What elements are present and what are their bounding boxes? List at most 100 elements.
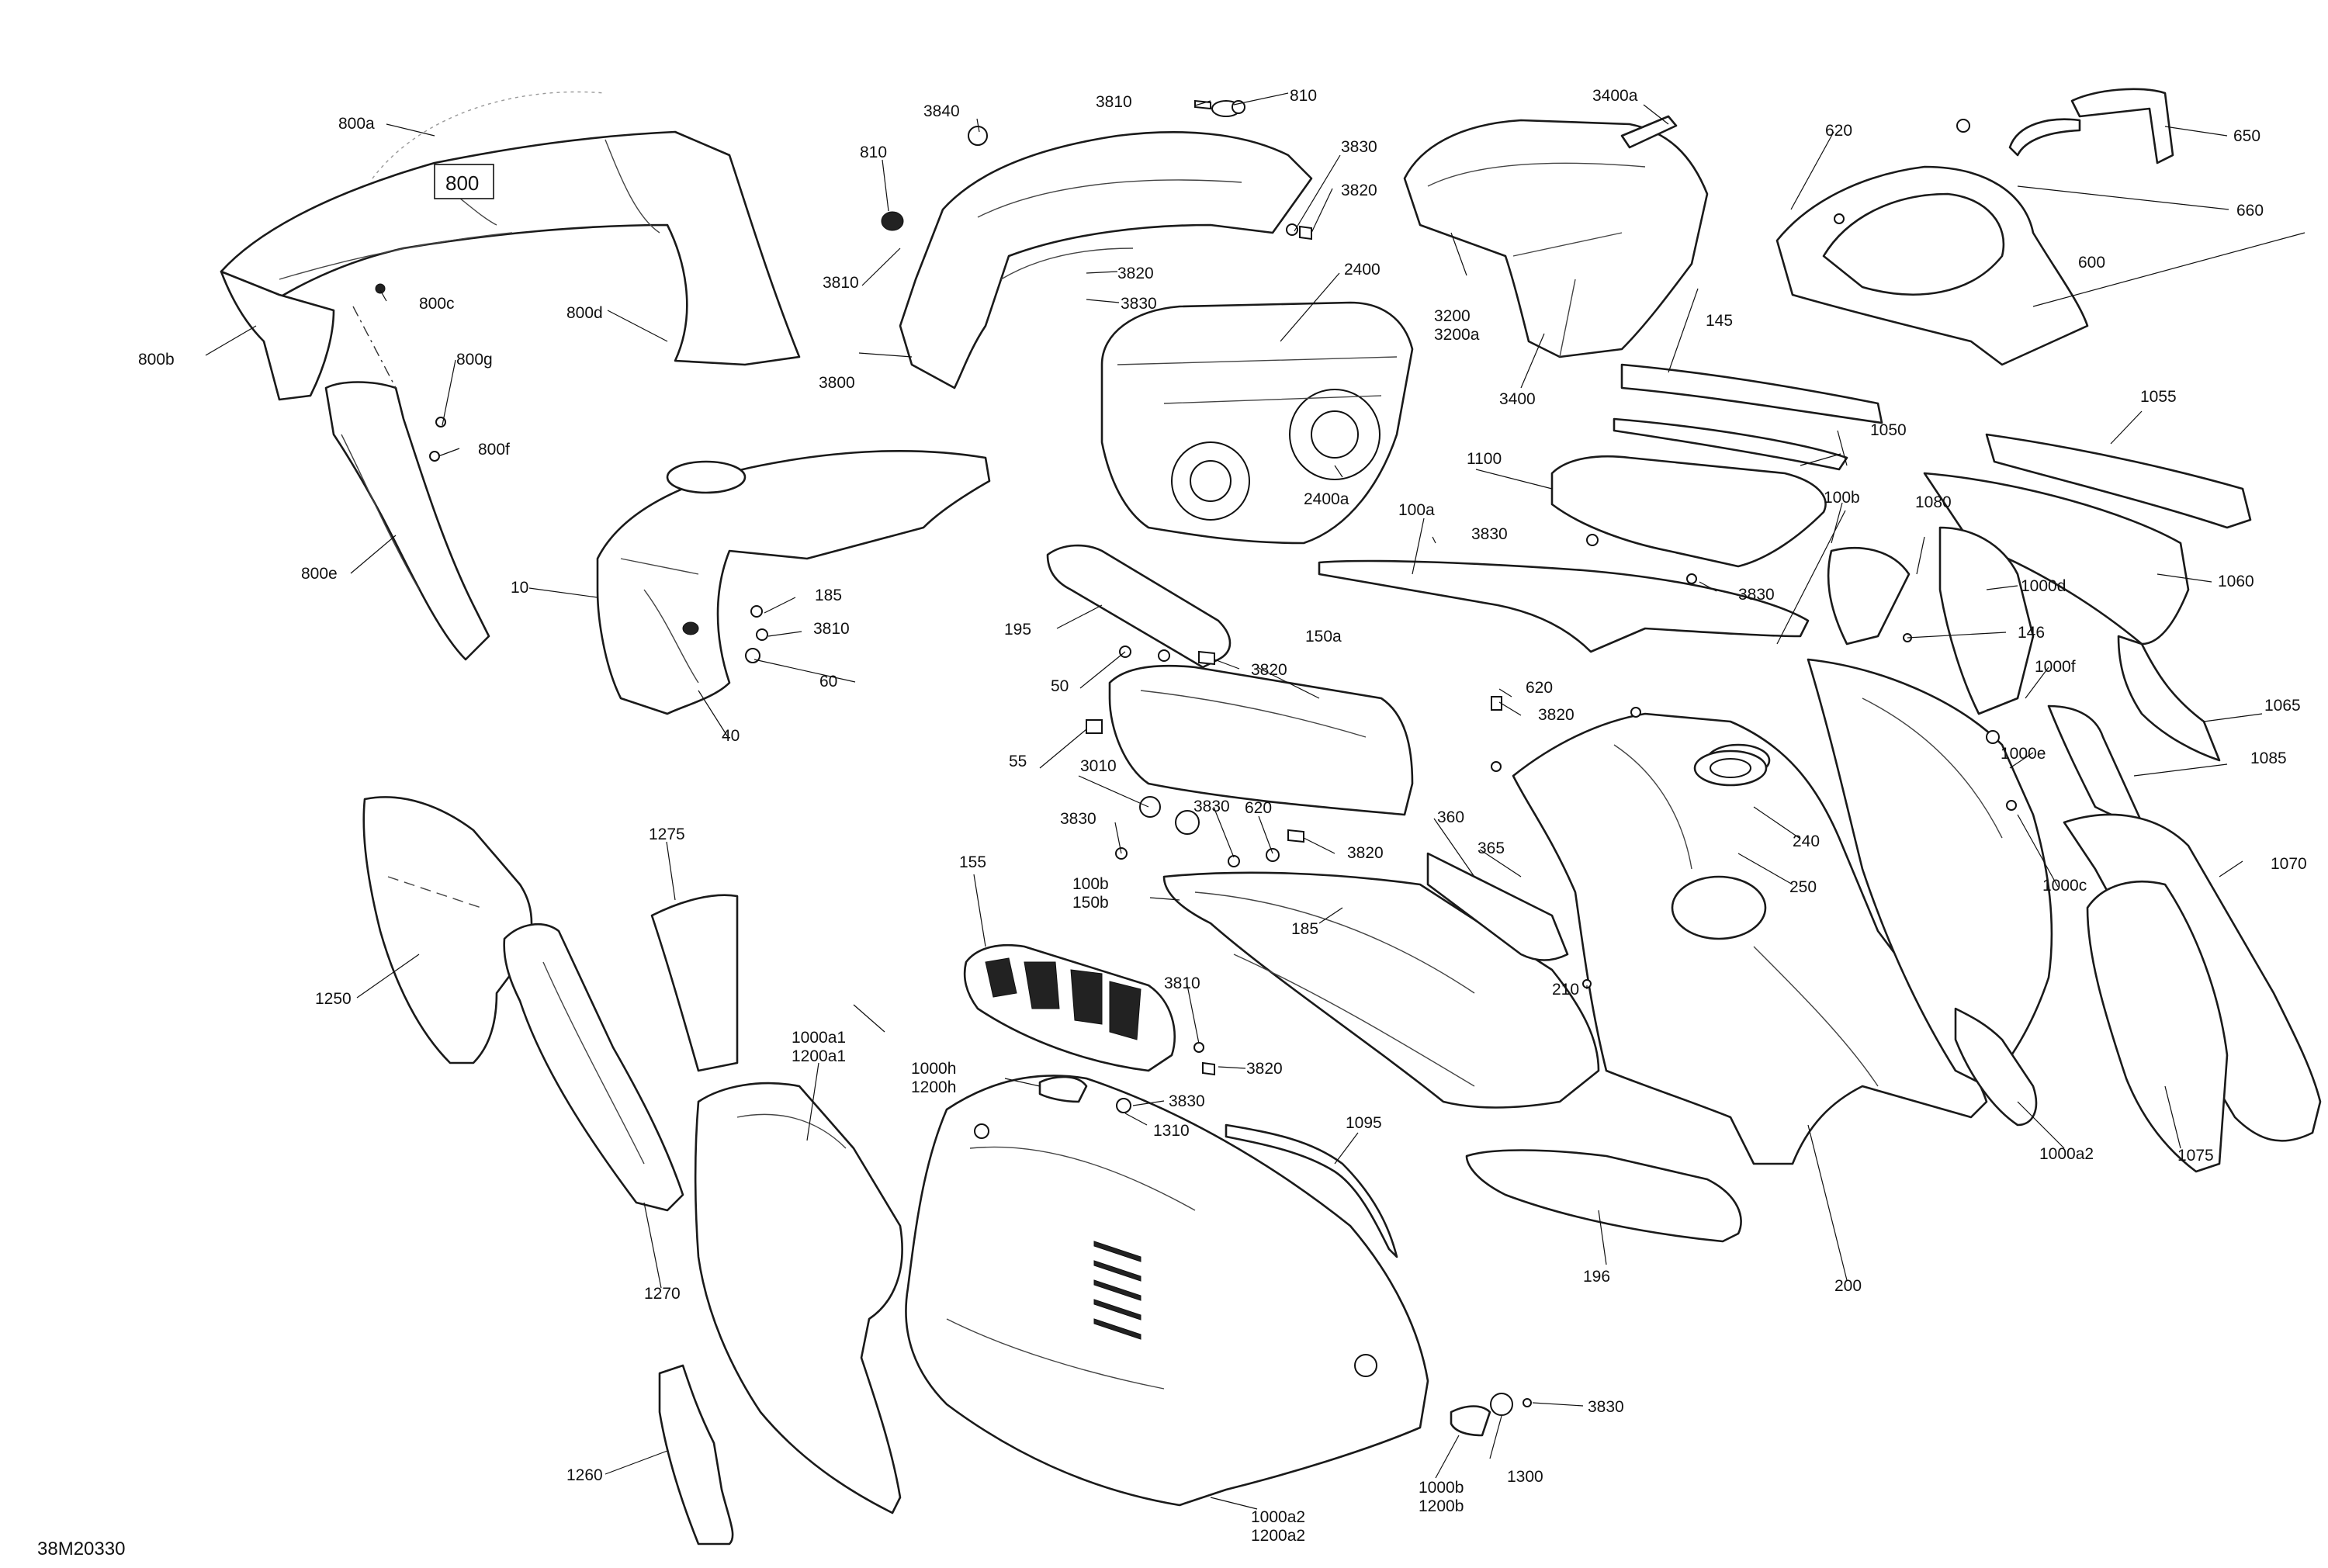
callout-1065: 1065 [2264, 697, 2301, 715]
callout-3810: 3810 [823, 274, 859, 292]
leader-lines [205, 92, 2305, 1510]
callout-3400: 3400 [1499, 390, 1536, 408]
callout-3830: 3830 [1471, 525, 1508, 543]
callout-100b: 100b [1824, 489, 1860, 507]
part-100a-side-panel [1318, 559, 1810, 653]
callout-100a: 100a [1398, 501, 1435, 519]
callout-600: 600 [2078, 254, 2105, 272]
part-1275-panel [650, 894, 739, 1072]
callout-1000a2: 1000a2 [1251, 1508, 1305, 1526]
callout-40: 40 [722, 727, 740, 745]
part-2400-headlight [1100, 301, 1414, 545]
callout-150a: 150a [1305, 628, 1342, 646]
callout-2400: 2400 [1344, 261, 1381, 279]
callout-810: 810 [860, 144, 887, 161]
callout-3820: 3820 [1251, 661, 1287, 679]
callout-100b: 100b [1072, 875, 1109, 893]
callout-360: 360 [1437, 808, 1464, 826]
part-200-main-body [1512, 712, 1988, 1165]
part-155-vent [963, 943, 1176, 1072]
part-3800-upper-panel [881, 99, 1313, 389]
callout-1100: 1100 [1467, 450, 1502, 468]
part-1075-panel [2086, 880, 2229, 1173]
callout-1000b: 1000b [1419, 1479, 1464, 1497]
part-240-cap [1693, 749, 1768, 787]
callout-1200h: 1200h [911, 1078, 956, 1096]
part-1000h-clip [1038, 1075, 1088, 1103]
part-3400-storage-bin [1403, 115, 1709, 358]
hardware-fasteners [375, 100, 2017, 1407]
callout-1200b: 1200b [1419, 1497, 1464, 1515]
callout-155: 155 [959, 853, 986, 871]
callout-1055: 1055 [2140, 388, 2177, 406]
callout-1050: 1050 [1870, 421, 1907, 439]
callout-185: 185 [815, 587, 842, 604]
callout-3830: 3830 [1341, 138, 1377, 156]
callout-3200a: 3200a [1434, 326, 1480, 344]
callout-800c: 800c [419, 295, 455, 313]
callout-3830: 3830 [1588, 1398, 1624, 1416]
callout-1310: 1310 [1153, 1122, 1190, 1140]
part-1055-strip [1985, 433, 2252, 529]
callout-1200a1: 1200a1 [792, 1047, 846, 1065]
callout-620: 620 [1245, 799, 1272, 817]
callout-660: 660 [2236, 202, 2264, 220]
callout-196: 196 [1583, 1268, 1610, 1286]
part-1000a2-lower-panel [905, 1075, 1429, 1507]
part-1100-bracket [1550, 455, 1827, 568]
callout-1000a2: 1000a2 [2039, 1145, 2094, 1163]
callout-1070: 1070 [2271, 855, 2307, 873]
part-1000a2-right-panel [1807, 658, 2053, 1127]
part-196-strip [1465, 1149, 1742, 1243]
callout-3820: 3820 [1341, 182, 1377, 199]
callout-210: 210 [1552, 981, 1579, 999]
callout-3840: 3840 [923, 102, 960, 120]
callout-1200a2: 1200a2 [1251, 1527, 1305, 1545]
part-1050-strip [1613, 417, 1848, 471]
callout-800d: 800d [566, 304, 603, 322]
part-1080-panel [1827, 546, 1911, 646]
callout-1260: 1260 [566, 1466, 603, 1484]
callout-3010: 3010 [1080, 757, 1117, 775]
callout-3830: 3830 [1738, 586, 1775, 604]
part-1260-panel [658, 1364, 734, 1546]
callout-800f: 800f [478, 441, 510, 459]
part-1095-seal [1225, 1123, 1398, 1258]
callout-1000e: 1000e [2001, 745, 2046, 763]
callout-200: 200 [1834, 1277, 1862, 1295]
callout-146: 146 [2018, 624, 2045, 642]
callout-3830: 3830 [1169, 1092, 1205, 1110]
part-600-instrument-surround [1775, 88, 2174, 366]
callout-2400a: 2400a [1304, 490, 1349, 508]
callout-50: 50 [1051, 677, 1069, 695]
part-1000a1-side-panel [694, 1082, 903, 1514]
callout-620: 620 [1526, 679, 1553, 697]
callout-1000a1: 1000a1 [792, 1029, 846, 1047]
callout-60: 60 [819, 673, 837, 691]
part-1000b-clip [1450, 1393, 1513, 1437]
callout-185: 185 [1291, 920, 1318, 938]
callout-3800: 3800 [819, 374, 855, 392]
callout-800e: 800e [301, 565, 338, 583]
callout-1275: 1275 [649, 826, 685, 843]
callout-3820: 3820 [1538, 706, 1575, 724]
callout-3200: 3200 [1434, 307, 1471, 325]
callout-195: 195 [1004, 621, 1031, 639]
callout-3810: 3810 [1096, 93, 1132, 111]
callout-145: 145 [1706, 312, 1733, 330]
callout-1300: 1300 [1507, 1468, 1543, 1486]
callout-3820: 3820 [1117, 265, 1154, 282]
callout-3830: 3830 [1121, 295, 1157, 313]
callout-250: 250 [1789, 878, 1817, 896]
part-1270-panel [503, 922, 684, 1212]
callout-3830: 3830 [1060, 810, 1096, 828]
part-150a-side-panel [1108, 664, 1414, 816]
callout-55: 55 [1009, 753, 1027, 770]
part-800-front-nose [220, 91, 801, 661]
callout-1095: 1095 [1346, 1114, 1382, 1132]
callout-240: 240 [1793, 832, 1820, 850]
callout-1270: 1270 [644, 1285, 681, 1303]
callout-1000d: 1000d [2021, 577, 2066, 595]
part-195-panel [1046, 544, 1232, 669]
